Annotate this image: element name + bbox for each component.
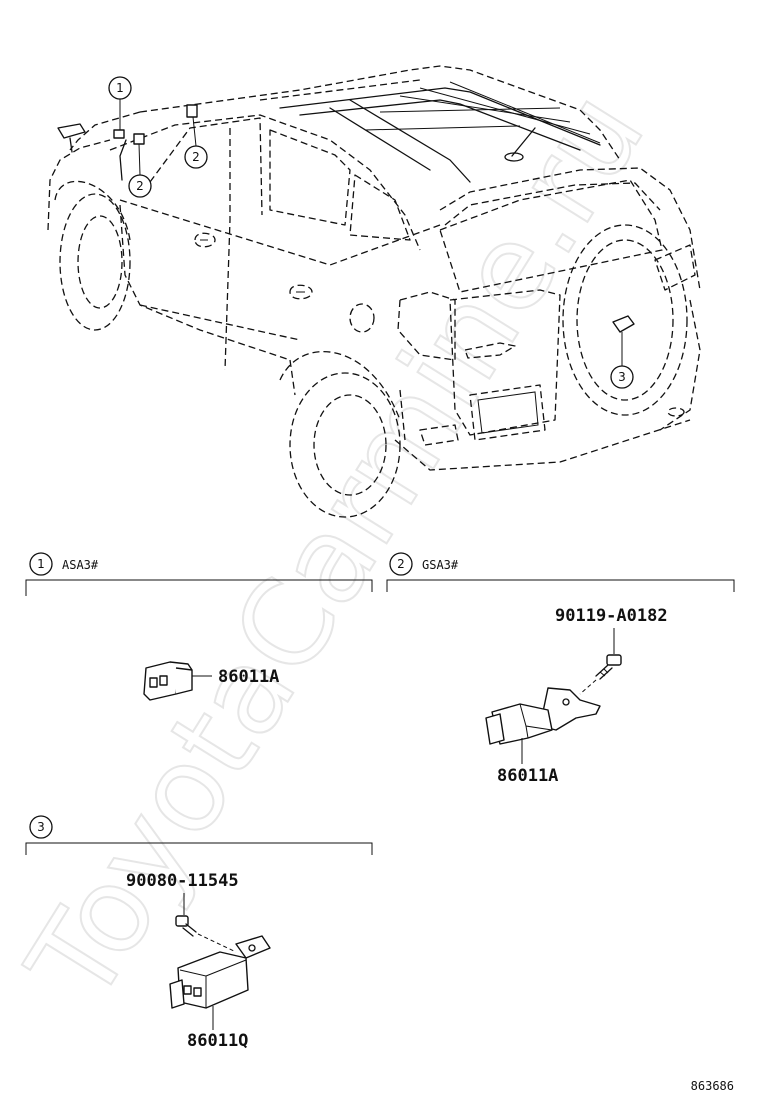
svg-text:2: 2 — [136, 179, 144, 193]
callout-1-vehicle: 1 — [108, 76, 132, 130]
section-2-code: GSA3# — [422, 558, 459, 572]
section-3-bracket — [25, 842, 373, 855]
section-3-number: 3 — [37, 820, 45, 834]
section-2-number: 2 — [397, 557, 405, 571]
section-2-bolt — [595, 654, 622, 680]
section-1: 1 ASA3# 86011A — [25, 552, 373, 701]
callout-2-vehicle-top: 2 — [184, 116, 208, 169]
section-1-marker — [29, 552, 53, 576]
part-number-90119-a0182[interactable]: 90119-A0182 — [555, 606, 668, 626]
svg-text:1: 1 — [116, 81, 124, 95]
section-2-sensor-part — [485, 687, 601, 745]
part-number-90080-11545[interactable]: 90080-11545 — [126, 871, 239, 891]
section-2: 2 GSA3# 90119-A0182 86011A — [386, 552, 735, 786]
section-1-code: ASA3# — [62, 558, 99, 572]
svg-text:3: 3 — [618, 370, 626, 384]
part-number-86011a-s2[interactable]: 86011A — [497, 766, 558, 786]
callout-2-vehicle-side: 2 — [128, 143, 152, 198]
diagram-id: 863686 — [691, 1079, 734, 1093]
svg-text:2: 2 — [192, 150, 200, 164]
callout-3-vehicle: 3 — [610, 332, 634, 389]
part-number-86011q[interactable]: 86011Q — [187, 1031, 248, 1051]
section-3-screw — [175, 915, 197, 937]
watermark: ToyotaCarmine.ru — [1, 68, 671, 1026]
section-3: 3 90080-11545 86011Q — [25, 815, 373, 1051]
section-2-marker — [389, 552, 413, 576]
section-2-bracket — [386, 579, 735, 592]
section-3-sensor-part — [169, 935, 271, 1009]
section-1-number: 1 — [37, 557, 45, 571]
section-1-bracket — [25, 579, 373, 596]
section-3-marker — [29, 815, 53, 839]
section-1-sensor-part — [143, 661, 212, 701]
part-number-86011a-s1[interactable]: 86011A — [218, 667, 279, 687]
vehicle-illustration — [47, 65, 701, 518]
